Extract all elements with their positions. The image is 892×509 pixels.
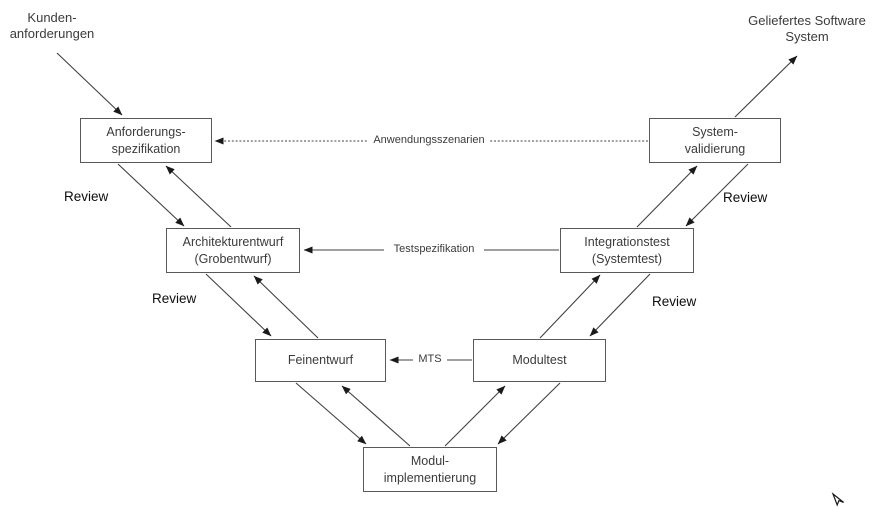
node-integrationstest: Integrationstest (Systemtest) xyxy=(560,228,694,273)
node-architekturentwurf: Architekturentwurf (Grobentwurf) xyxy=(166,228,300,273)
arrow-validierung-to-integration xyxy=(685,163,749,227)
arrow-anforderung-to-architektur xyxy=(117,163,185,227)
label-review-left-lower: Review xyxy=(152,291,197,306)
arrow-geliefertes-system-out xyxy=(734,55,798,118)
label-review-right-lower: Review xyxy=(652,294,697,309)
arrow-integration-to-validierung xyxy=(636,165,698,228)
arrow-architektur-to-anforderung xyxy=(165,165,232,228)
arrow-integration-to-modultest xyxy=(589,273,651,337)
label-anwendungsszenarien: Anwendungsszenarien xyxy=(368,134,490,148)
arrow-modulimpl-to-modultest xyxy=(444,385,506,447)
arrow-modulimpl-to-feinentwurf xyxy=(341,385,411,447)
label-testspezifikation: Testspezifikation xyxy=(384,243,484,257)
label-geliefertes-software-system: Geliefertes Software System xyxy=(748,13,866,45)
arrow-feinentwurf-to-modulimpl xyxy=(295,382,367,445)
label-kundenanforderungen: Kunden- anforderungen xyxy=(9,10,95,42)
node-systemvalidierung: System- validierung xyxy=(649,118,781,163)
node-feinentwurf: Feinentwurf xyxy=(255,339,386,382)
mouse-cursor xyxy=(831,492,844,507)
label-mts: MTS xyxy=(413,353,447,367)
arrow-modultest-to-integration xyxy=(539,274,601,339)
arrow-architektur-to-feinentwurf xyxy=(205,273,272,337)
arrow-modultest-to-modulimpl xyxy=(497,382,561,445)
arrow-kundenanforderungen-in xyxy=(56,52,123,116)
label-review-left-upper: Review xyxy=(64,189,109,204)
node-modultest: Modultest xyxy=(473,339,606,382)
node-anforderungsspezifikation: Anforderungs- spezifikation xyxy=(80,118,212,163)
node-modulimplementierung: Modul- implementierung xyxy=(363,447,497,492)
arrow-feinentwurf-to-architektur xyxy=(253,275,319,339)
label-review-right-upper: Review xyxy=(723,190,768,205)
